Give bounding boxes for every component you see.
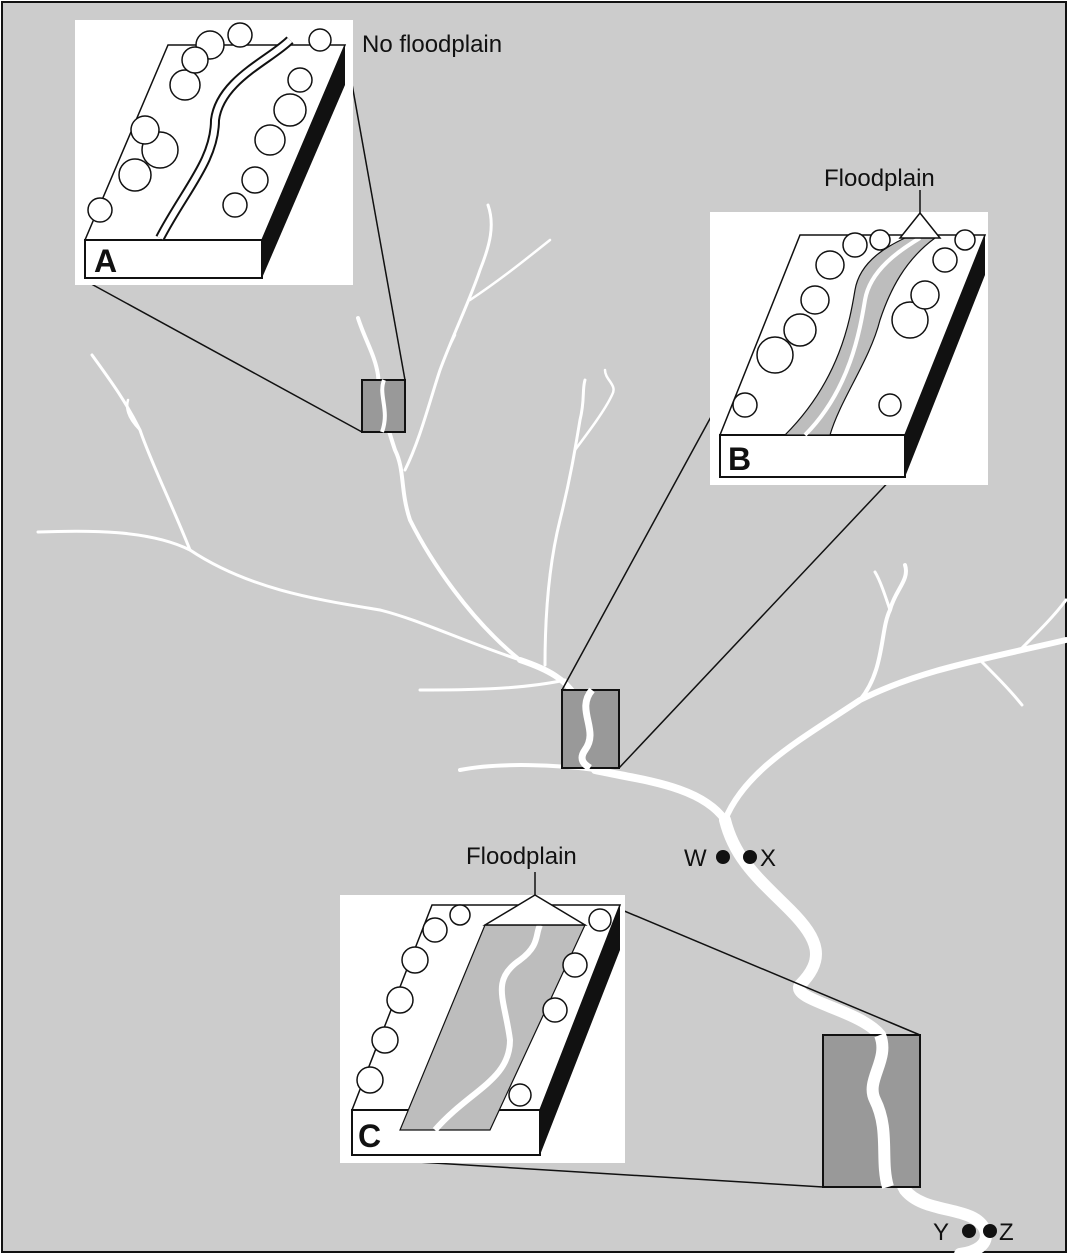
point-w-label: W <box>684 845 707 872</box>
point-z-dot <box>983 1224 997 1238</box>
point-w-dot <box>716 850 730 864</box>
no-floodplain-label: No floodplain <box>362 31 502 58</box>
point-x-dot <box>743 850 757 864</box>
floodplain-b-label: Floodplain <box>824 165 935 192</box>
panel-b: B <box>710 212 988 485</box>
point-z-label: Z <box>999 1219 1014 1246</box>
panel-c-letter: C <box>358 1118 381 1154</box>
zoom-box-a <box>362 380 405 432</box>
zoom-box-b <box>562 690 619 768</box>
floodplain-c-label: Floodplain <box>466 843 577 870</box>
zoom-box-c <box>823 1035 920 1187</box>
panel-c: C <box>340 895 625 1163</box>
point-y-dot <box>962 1224 976 1238</box>
panel-b-letter: B <box>728 441 751 477</box>
point-x-label: X <box>760 845 776 872</box>
point-y-label: Y <box>933 1219 949 1246</box>
panel-a-letter: A <box>94 243 117 279</box>
panel-a: A <box>75 20 353 285</box>
